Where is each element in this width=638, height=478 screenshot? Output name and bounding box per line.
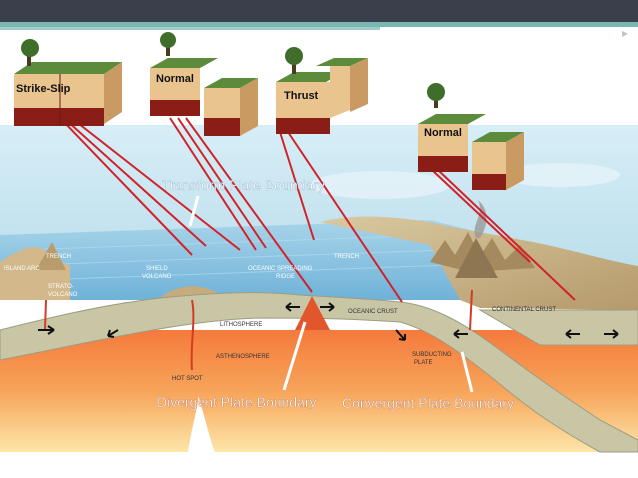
label-shield-volcano-line: VOLCANO <box>142 274 172 280</box>
ridge-magma <box>295 296 330 330</box>
label-continental-crust: CONTINENTAL CRUST <box>492 307 556 313</box>
label-normal-1: Normal <box>156 73 194 85</box>
label-transform: Transform Plate Boundary <box>162 177 325 193</box>
cloud <box>310 171 450 199</box>
label-normal-2: Normal <box>424 127 462 139</box>
label-strato-volcano-line: VOLCANO <box>48 292 78 298</box>
volcano-right <box>455 238 498 278</box>
continent-magma <box>469 289 473 331</box>
arrow-icon <box>285 302 300 312</box>
arrow-icon <box>565 329 580 339</box>
strato-volcano <box>36 242 66 270</box>
label-subducting-plate-line: SUBDUCTING <box>412 352 452 358</box>
label-shield-volcano: SHIELD VOLCANO <box>142 266 172 280</box>
label-ridge-line: RIDGE <box>276 274 295 280</box>
slide-bullet-icon: ▸ <box>622 26 629 40</box>
arrow-icon <box>604 329 619 339</box>
label-trench-right: TRENCH <box>334 254 359 260</box>
label-ridge-line: OCEANIC SPREADING <box>248 266 313 272</box>
label-subducting-plate-line: PLATE <box>414 360 433 366</box>
label-hot-spot: HOT SPOT <box>172 376 203 382</box>
cloud <box>500 163 620 187</box>
label-lithosphere: LITHOSPHERE <box>220 322 262 328</box>
slide-header-accent-line <box>0 27 380 30</box>
arrow-icon <box>395 329 406 341</box>
label-subducting-plate: SUBDUCTING PLATE <box>412 352 453 366</box>
continental-lithosphere <box>478 309 638 346</box>
arrow-icon <box>453 329 468 339</box>
label-oceanic-spreading-ridge: OCEANIC SPREADING RIDGE <box>248 266 314 280</box>
lithosphere-plate <box>0 292 638 453</box>
slide-header-accent <box>0 22 638 27</box>
label-trench-left: TRENCH <box>46 254 71 260</box>
label-oceanic-crust: OCEANIC CRUST <box>348 309 398 315</box>
label-asthenosphere: ASTHENOSPHERE <box>216 354 270 360</box>
fault-block-normal-2 <box>418 83 524 190</box>
label-strike-slip: Strike-Slip <box>16 83 71 95</box>
label-divergent: Divergent Plate Boundary <box>157 394 317 410</box>
label-convergent: Convergent Plate Boundary <box>342 395 514 411</box>
arrow-icon <box>107 329 119 338</box>
arc-magma <box>44 299 47 331</box>
label-strato-volcano: STRATO- VOLCANO <box>48 284 78 298</box>
volcano-plume <box>474 200 487 238</box>
slide-header-bar <box>0 0 638 22</box>
pointer-lines <box>188 195 474 393</box>
arrow-icon <box>320 302 335 312</box>
label-thrust: Thrust <box>284 90 319 102</box>
label-shield-volcano-line: SHIELD <box>146 266 168 272</box>
label-strato-volcano-line: STRATO- <box>48 284 74 290</box>
fault-block-normal-1 <box>150 32 258 136</box>
hotspot-plume <box>190 299 195 371</box>
label-island-arc: ISLAND ARC <box>4 266 40 272</box>
arrow-icon <box>38 325 55 335</box>
mantle-gap <box>188 395 215 452</box>
callout-lines <box>61 117 576 303</box>
fault-block-strike-slip <box>14 39 122 126</box>
mountain-range <box>430 232 535 272</box>
plate-motion-arrows <box>38 302 619 341</box>
fault-block-thrust <box>276 47 368 134</box>
